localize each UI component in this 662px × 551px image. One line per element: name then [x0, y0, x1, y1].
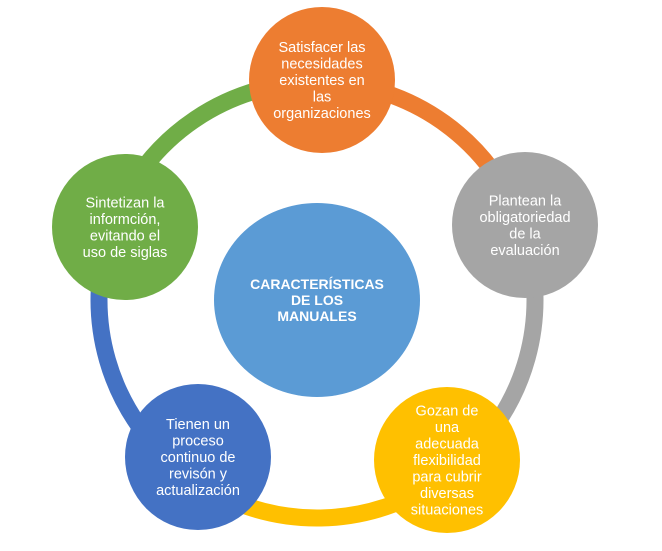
node-label-line: situaciones [411, 503, 484, 519]
node-circle-bottom-right [374, 387, 520, 533]
node-label-line: existentes en [279, 73, 364, 89]
node-label-line: actualización [156, 483, 240, 499]
node-label-line: Plantean la [489, 193, 562, 209]
center-label-line: MANUALES [277, 308, 356, 324]
node-label-line: revisón y [169, 467, 228, 483]
node-label-line: informción, [90, 212, 161, 228]
node-label-line: evitando el [90, 228, 160, 244]
node-label-line: de la [509, 226, 541, 242]
center-label-line: DE LOS [291, 292, 343, 308]
node-label-line: las [313, 90, 332, 106]
node-label-line: una [435, 420, 460, 436]
node-label-line: Satisfacer las [278, 40, 365, 56]
node-label-line: proceso [172, 434, 224, 450]
node-circle-top [249, 7, 395, 153]
node-label-line: Tienen un [166, 417, 230, 433]
node-label-line: obligatoriedad [479, 210, 570, 226]
node-label-line: continuo de [161, 450, 236, 466]
node-label-line: adecuada [415, 437, 480, 453]
node-label-line: para cubrir [412, 470, 481, 486]
node-circle-left [52, 154, 198, 300]
node-label-line: Sintetizan la [86, 195, 166, 211]
node-label-line: uso de siglas [83, 245, 168, 261]
node-circle-right [452, 152, 598, 298]
node-circle-bottom-left [125, 384, 271, 530]
node-label-line: diversas [420, 486, 474, 502]
node-label-line: necesidades [281, 57, 362, 73]
center-label-line: CARACTERÍSTICAS [250, 276, 384, 292]
node-label-line: flexibilidad [413, 453, 481, 469]
node-label-line: evaluación [490, 243, 559, 259]
center-circle [214, 203, 420, 397]
node-label-line: organizaciones [273, 106, 371, 122]
node-label-line: Gozan de [416, 404, 479, 420]
